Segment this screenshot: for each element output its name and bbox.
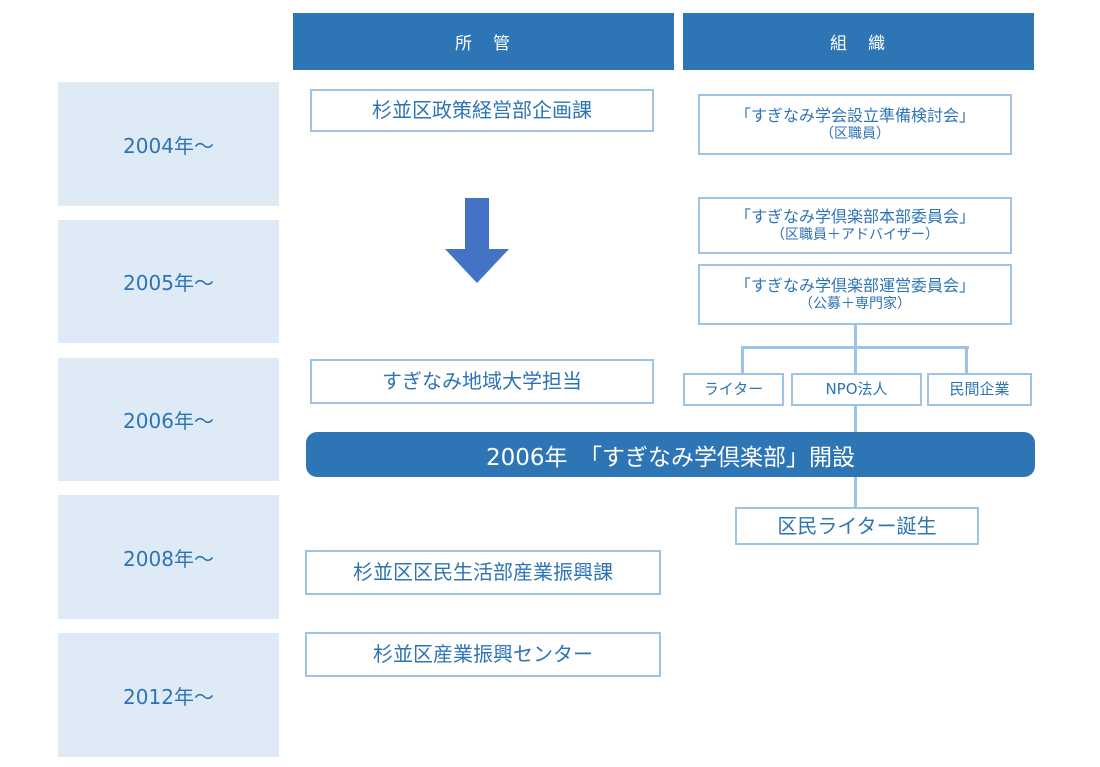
industry-division-label: 杉並区区民生活部産業振興課 xyxy=(353,560,613,584)
connector-right xyxy=(965,346,968,373)
private-company-box: 民間企業 xyxy=(927,373,1032,406)
mgmt-committee-box: 「すぎなみ学倶楽部運営委員会」 （公募＋専門家） xyxy=(698,264,1012,325)
mgmt-committee-title: 「すぎなみ学倶楽部運営委員会」 xyxy=(734,275,975,295)
writer-box: ライター xyxy=(683,373,784,406)
prep-committee-box: 「すぎなみ学会設立準備検討会」 （区職員） xyxy=(698,94,1012,155)
connector-left xyxy=(741,346,744,373)
hq-committee-title: 「すぎなみ学倶楽部本部委員会」 xyxy=(734,206,975,226)
npo-label: NPO法人 xyxy=(825,380,888,399)
hq-committee-box: 「すぎなみ学倶楽部本部委員会」 （区職員＋アドバイザー） xyxy=(698,197,1012,254)
header-organization: 組 織 xyxy=(683,13,1034,70)
launch-banner: 2006年 「すぎなみ学倶楽部」開設 xyxy=(306,432,1035,477)
writer-label: ライター xyxy=(703,380,764,399)
regional-univ-box: すぎなみ地域大学担当 xyxy=(310,359,654,404)
policy-division-box: 杉並区政策経営部企画課 xyxy=(310,89,654,132)
year-2008: 2008年〜 xyxy=(58,495,279,619)
citizen-writer-box: 区民ライター誕生 xyxy=(735,507,979,545)
industry-center-label: 杉並区産業振興センター xyxy=(373,642,593,666)
hq-committee-sub: （区職員＋アドバイザー） xyxy=(771,226,939,243)
regional-univ-label: すぎなみ地域大学担当 xyxy=(382,369,582,393)
mgmt-committee-sub: （公募＋専門家） xyxy=(799,295,911,312)
year-2012: 2012年〜 xyxy=(58,633,279,757)
down-arrow-icon xyxy=(445,198,509,283)
year-2006: 2006年〜 xyxy=(58,358,279,481)
industry-division-box: 杉並区区民生活部産業振興課 xyxy=(305,550,661,595)
year-2004: 2004年〜 xyxy=(58,82,279,206)
prep-committee-title: 「すぎなみ学会設立準備検討会」 xyxy=(734,105,975,125)
npo-box: NPO法人 xyxy=(791,373,922,406)
header-jurisdiction: 所 管 xyxy=(293,13,674,70)
prep-committee-sub: （区職員） xyxy=(820,125,890,142)
policy-division-label: 杉並区政策経営部企画課 xyxy=(372,98,592,122)
private-company-label: 民間企業 xyxy=(949,380,1010,399)
industry-center-box: 杉並区産業振興センター xyxy=(305,632,661,677)
citizen-writer-label: 区民ライター誕生 xyxy=(777,513,937,538)
connector-trunk xyxy=(854,325,857,348)
connector-middle xyxy=(854,346,857,373)
year-2005: 2005年〜 xyxy=(58,220,279,343)
